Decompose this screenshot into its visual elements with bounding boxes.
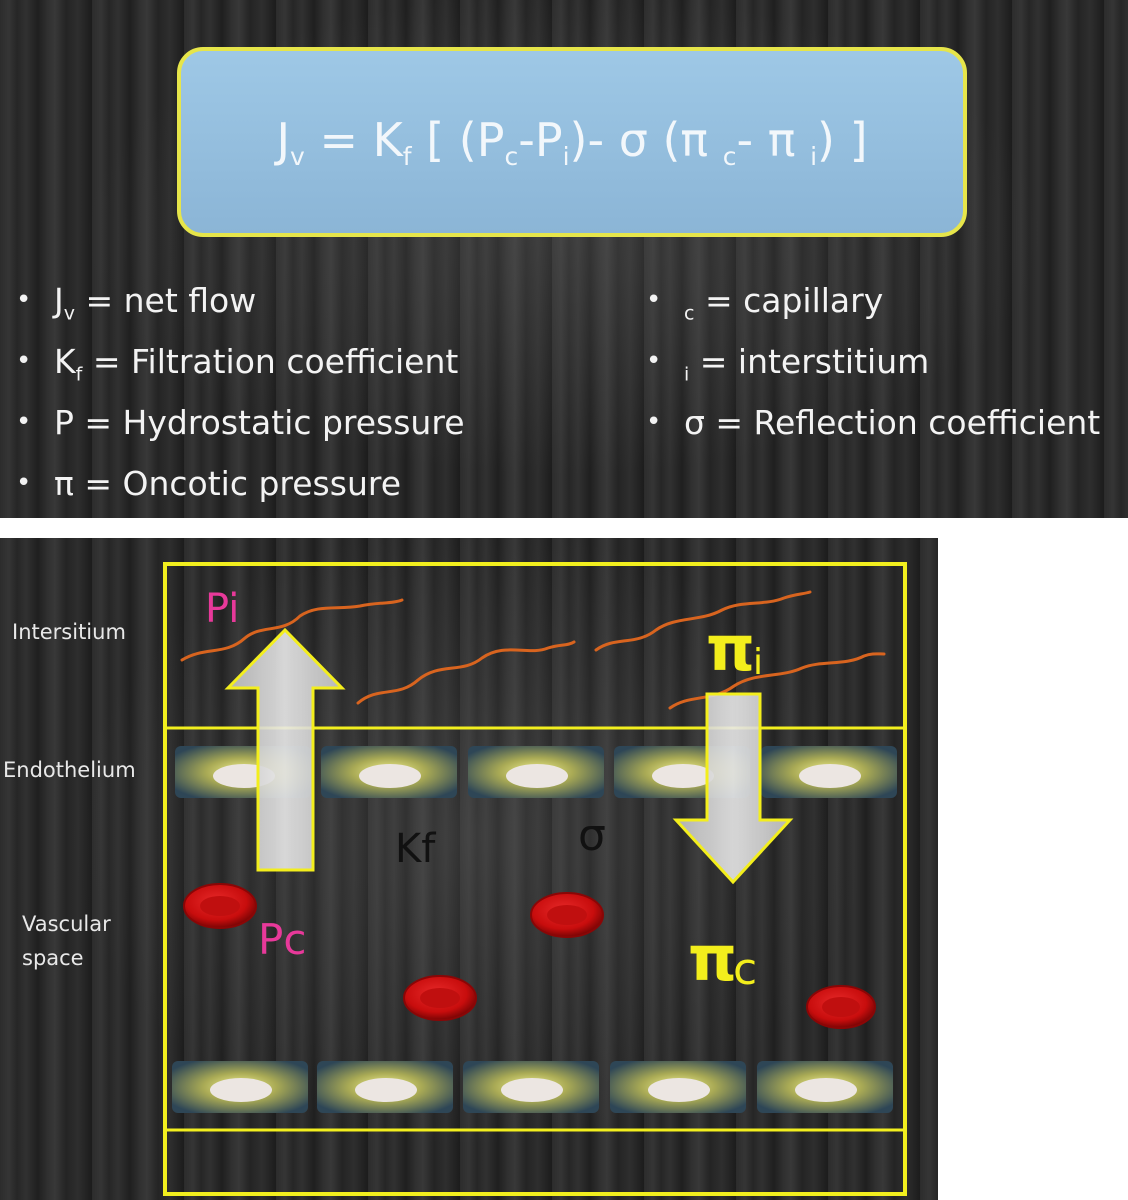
rbc-center [200, 896, 240, 916]
cell-nucleus [210, 1078, 272, 1102]
cell-nucleus [359, 764, 421, 788]
cell-nucleus [501, 1078, 563, 1102]
cell-nucleus [355, 1078, 417, 1102]
red-blood-cells [183, 883, 876, 1029]
label-pi-c: π c [688, 922, 757, 995]
rbc-center [547, 905, 587, 925]
fiber-strand [180, 598, 404, 662]
legend-right: •c = capillary •i = interstitium •σ = Re… [638, 270, 1100, 453]
legend-item: •σ = Reflection coefficient [646, 403, 1101, 442]
cell-nucleus [795, 1078, 857, 1102]
cell-nucleus [648, 1078, 710, 1102]
legend-item: •P = Hydrostatic pressure [16, 403, 465, 442]
endothelium-bottom [172, 1061, 893, 1113]
rbc-center [822, 997, 860, 1017]
cell-nucleus [799, 764, 861, 788]
legend-item: •π = Oncotic pressure [16, 464, 402, 503]
pi-c-symbol: π [688, 922, 737, 995]
label-pi: Pi [205, 586, 239, 632]
label-pc: Pc [258, 915, 306, 964]
legend-item: •Jv = net flow [16, 281, 257, 325]
cell-nucleus [506, 764, 568, 788]
equation-panel: Jv = Kf [ (Pc-Pi)- σ (π c- π i) ] •Jv = … [0, 0, 1128, 518]
capillary-diagram: Pi Pc Kf σ π i π c [163, 562, 907, 1196]
legend-item: •i = interstitium [646, 342, 930, 386]
label-vascular: Vascular [22, 912, 111, 936]
label-intersitium: Intersitium [12, 620, 126, 644]
label-pi-i: π i [706, 612, 763, 685]
filtration-arrow-up [224, 627, 346, 872]
pi-i-subscript: i [753, 642, 763, 683]
cell-nucleus [652, 764, 714, 788]
legend-item: •Kf = Filtration coefficient [16, 342, 459, 386]
pi-i-symbol: π [706, 612, 755, 685]
outer-frame [163, 562, 907, 1196]
oncotic-arrow-down [672, 692, 794, 885]
starling-equation: Jv = Kf [ (Pc-Pi)- σ (π c- π i) ] [276, 113, 868, 171]
fiber-strand [594, 590, 812, 652]
label-space: space [22, 946, 84, 970]
rbc-center [420, 988, 460, 1008]
label-endothelium: Endothelium [3, 758, 136, 782]
label-kf: Kf [395, 826, 436, 872]
formula-box: Jv = Kf [ (Pc-Pi)- σ (π c- π i) ] [177, 47, 967, 237]
capillary-diagram-panel: Intersitium Endothelium Vascular space [0, 538, 938, 1200]
legend-left: •Jv = net flow •Kf = Filtration coeffici… [8, 270, 465, 514]
label-sigma: σ [578, 810, 606, 861]
fiber-strand [356, 640, 576, 705]
fiber-strand [668, 652, 886, 710]
legend-item: •c = capillary [646, 281, 884, 325]
pi-c-subscript: c [733, 944, 757, 995]
